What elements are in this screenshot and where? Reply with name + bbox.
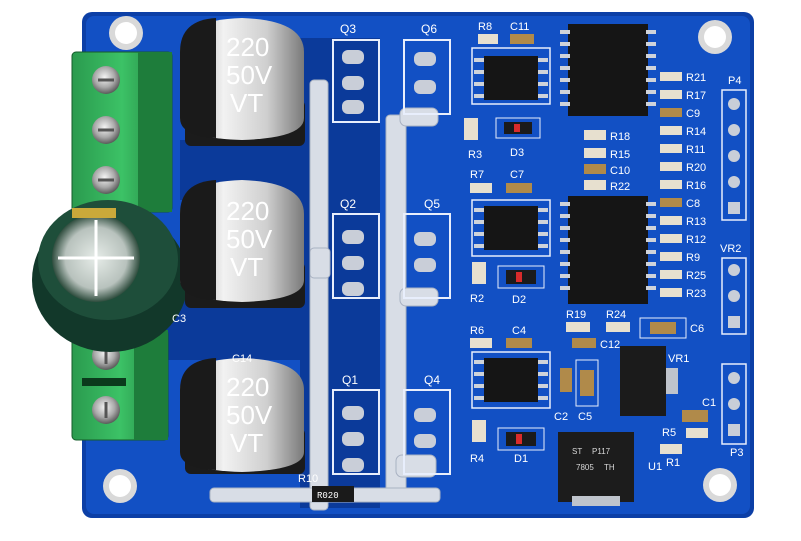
label-r18: R18 [610,131,630,143]
label-col-10: R9 [686,252,700,264]
label-col-7: C8 [686,198,700,210]
capacitor-value: 220 [226,32,269,62]
capacitor-series: VT [230,88,263,118]
label-q5: Q5 [424,197,440,211]
label-col-0: R21 [686,72,706,84]
label-q1: Q1 [342,373,358,387]
logic-ic-upper [560,24,656,116]
capacitor-series: VT [230,428,263,458]
label-r24: R24 [606,309,626,321]
shunt-marking: R020 [317,491,339,501]
screw-terminal-2pin [71,329,169,441]
regulator-line-3: 7805 [576,463,594,472]
label-col-1: R17 [686,90,706,102]
label-c3: C3 [172,313,186,325]
label-q3: Q3 [340,22,356,36]
label-c2: C2 [554,411,568,423]
label-col-9: R12 [686,234,706,246]
mosfet-q6: Q6 [403,22,451,115]
label-col-3: R14 [686,126,706,138]
shunt-resistor: R020 R10 [298,473,354,502]
electrolytic-capacitor: 220 50V VT [180,18,305,146]
label-c14: C14 [232,353,252,365]
header-vr2: VR2 [720,243,747,335]
capacitor-voltage: 50V [226,60,273,90]
label-p4: P4 [728,75,741,87]
electrolytic-capacitor-small: C3 [32,200,188,352]
label-q6: Q6 [421,22,437,36]
driver-ic-upper: R8 C11 R3 D3 [464,21,551,161]
mosfet-q2: Q2 [332,197,380,299]
capacitor-voltage: 50V [226,224,273,254]
capacitor-series: VT [230,252,263,282]
label-col-6: R16 [686,180,706,192]
mosfet-q4: Q4 [403,373,451,475]
label-d3: D3 [510,147,524,159]
label-col-8: R13 [686,216,706,228]
label-c10: C10 [610,165,630,177]
label-r5: R5 [662,427,676,439]
mosfet-q1: Q1 [332,373,380,475]
label-col-4: R11 [686,144,705,156]
regulator-line-1: ST [572,447,582,456]
label-r1: R1 [666,457,680,469]
mounting-hole [703,468,737,502]
logic-ic-lower [560,196,656,304]
electrolytic-capacitor: 220 50V VT C14 [180,353,305,474]
label-c12: C12 [600,339,620,351]
resistor-column: R21 R17 C9 R14 R11 R20 R16 C8 R13 R12 R9… [660,72,706,300]
label-col-5: R20 [686,162,706,174]
mosfet-q5: Q5 [403,197,451,299]
capacitor-voltage: 50V [226,400,273,430]
label-d2: D2 [512,294,526,306]
label-r6: R6 [470,325,484,337]
mosfet-q3: Q3 [332,22,380,123]
label-r2: R2 [470,293,484,305]
label-c4: C4 [512,325,526,337]
label-d1: D1 [514,453,528,465]
capacitor-value: 220 [226,196,269,226]
label-c7: C7 [510,169,524,181]
label-r3: R3 [468,149,482,161]
lower-right-passives: R19 R24 C12 C6 VR1 C2 C5 C1 R5 R1 [554,309,716,469]
label-vr1: VR1 [668,353,689,365]
label-c6: C6 [690,323,704,335]
electrolytic-capacitor: 220 50V VT [180,180,305,308]
capacitor-value: 220 [226,372,269,402]
mounting-hole [698,20,732,54]
label-c5: C5 [578,411,592,423]
label-u1: U1 [648,461,662,473]
solder-bus [209,79,441,511]
label-vr2: VR2 [720,243,741,255]
label-c11: C11 [510,21,529,33]
mounting-hole [109,16,143,50]
header-p4: P4 [721,75,747,221]
label-r15: R15 [610,149,630,161]
driver-ic-mid: R7 C7 R2 D2 [470,169,551,306]
regulator-line-2: P117 [592,447,611,456]
label-q4: Q4 [424,373,440,387]
label-r19: R19 [566,309,586,321]
label-col-12: R23 [686,288,706,300]
label-q2: Q2 [340,197,356,211]
label-col-11: R25 [686,270,706,282]
header-p3: P3 [721,363,747,459]
voltage-regulator-u1: ST P117 7805 TH U1 [558,432,662,506]
label-r8: R8 [478,21,492,33]
center-passives: R18 R15 C10 R22 [584,130,630,193]
label-r4: R4 [470,453,484,465]
label-col-2: C9 [686,108,700,120]
regulator-line-4: TH [604,463,615,472]
screw-terminal-3pin [71,51,173,213]
driver-ic-low: R6 C4 R4 D1 [470,325,551,465]
label-p3: P3 [730,447,743,459]
label-r10: R10 [298,473,318,485]
label-r22: R22 [610,181,630,193]
mounting-hole [103,469,137,503]
label-c1: C1 [702,397,716,409]
label-r7: R7 [470,169,484,181]
